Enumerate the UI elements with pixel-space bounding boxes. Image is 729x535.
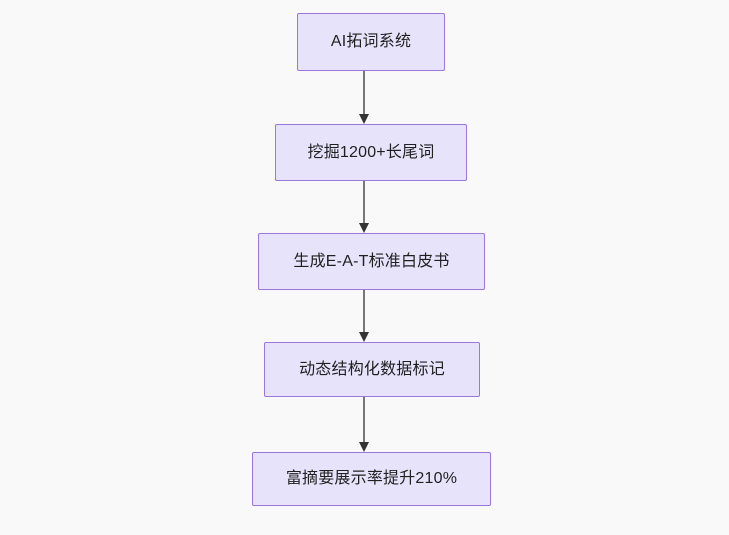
flowchart-node-longtail-keywords[interactable]: 挖掘1200+长尾词	[275, 124, 467, 181]
flowchart-node-label: 挖掘1200+长尾词	[307, 143, 435, 161]
flowchart-node-ai-keyword-system[interactable]: AI拓词系统	[297, 13, 445, 71]
flowchart-node-label: 生成E-A-T标准白皮书	[293, 252, 450, 270]
flowchart-connector-2	[357, 181, 371, 233]
flowchart-node-eat-whitepaper[interactable]: 生成E-A-T标准白皮书	[258, 233, 485, 290]
flowchart-node-label: 动态结构化数据标记	[299, 360, 445, 378]
flowchart-node-structured-data-markup[interactable]: 动态结构化数据标记	[264, 342, 480, 397]
flowchart-node-label: 富摘要展示率提升210%	[285, 470, 458, 487]
flowchart-connector-1	[357, 71, 371, 124]
flowchart-node-rich-snippet-uplift[interactable]: 富摘要展示率提升210%	[252, 452, 491, 506]
flowchart-connector-4	[357, 397, 371, 452]
flowchart-connector-3	[357, 290, 371, 342]
flowchart-node-label: AI拓词系统	[330, 33, 412, 50]
